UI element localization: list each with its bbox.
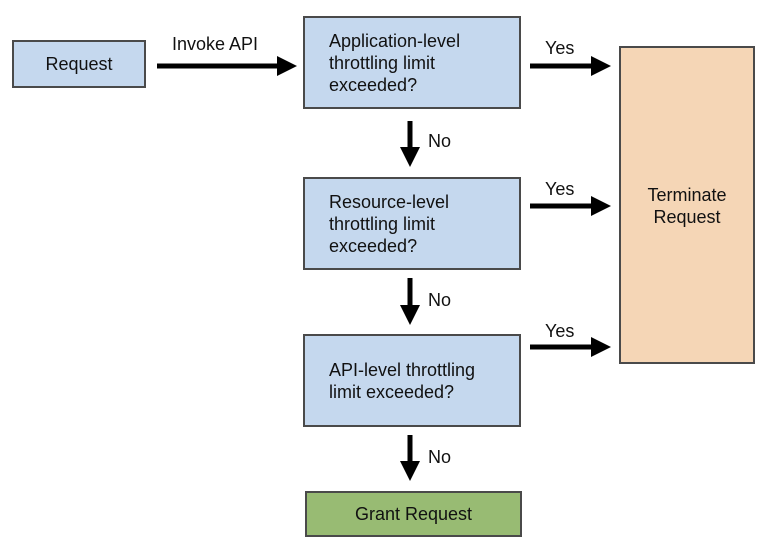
app-check-line-3: exceeded? (329, 74, 418, 95)
no-label-app-check: No (428, 131, 452, 151)
yes-label-api-check: Yes (545, 321, 575, 341)
app-check-line-1: Application-level (329, 30, 461, 51)
resource-level-check-node: Resource-level throttling limit exceeded… (303, 177, 521, 270)
terminate-request-node: Terminate Request (619, 46, 755, 364)
terminate-line-2: Request (653, 207, 721, 227)
app-check-line-2: throttling limit (329, 52, 436, 73)
api-level-check-node: API-level throttling limit exceeded? (303, 334, 521, 427)
no-label-api-check: No (428, 447, 452, 467)
yes-label-resource-check: Yes (545, 179, 575, 199)
request-node: Request (12, 40, 146, 88)
resource-check-line-1: Resource-level (329, 191, 450, 212)
no-label-resource-check: No (428, 290, 452, 310)
app-level-check-node: Application-level throttling limit excee… (303, 16, 521, 109)
terminate-line-1: Terminate (647, 185, 727, 205)
yes-label-app-check: Yes (545, 38, 575, 58)
resource-check-line-3: exceeded? (329, 235, 418, 256)
api-check-line-2: limit exceeded? (329, 381, 455, 402)
resource-check-line-2: throttling limit (329, 213, 436, 234)
grant-request-node: Grant Request (305, 491, 522, 537)
request-node-label: Request (45, 54, 113, 74)
invoke-api-label: Invoke API (172, 34, 259, 54)
api-check-line-1: API-level throttling (329, 359, 476, 380)
grant-request-label: Grant Request (354, 504, 473, 524)
